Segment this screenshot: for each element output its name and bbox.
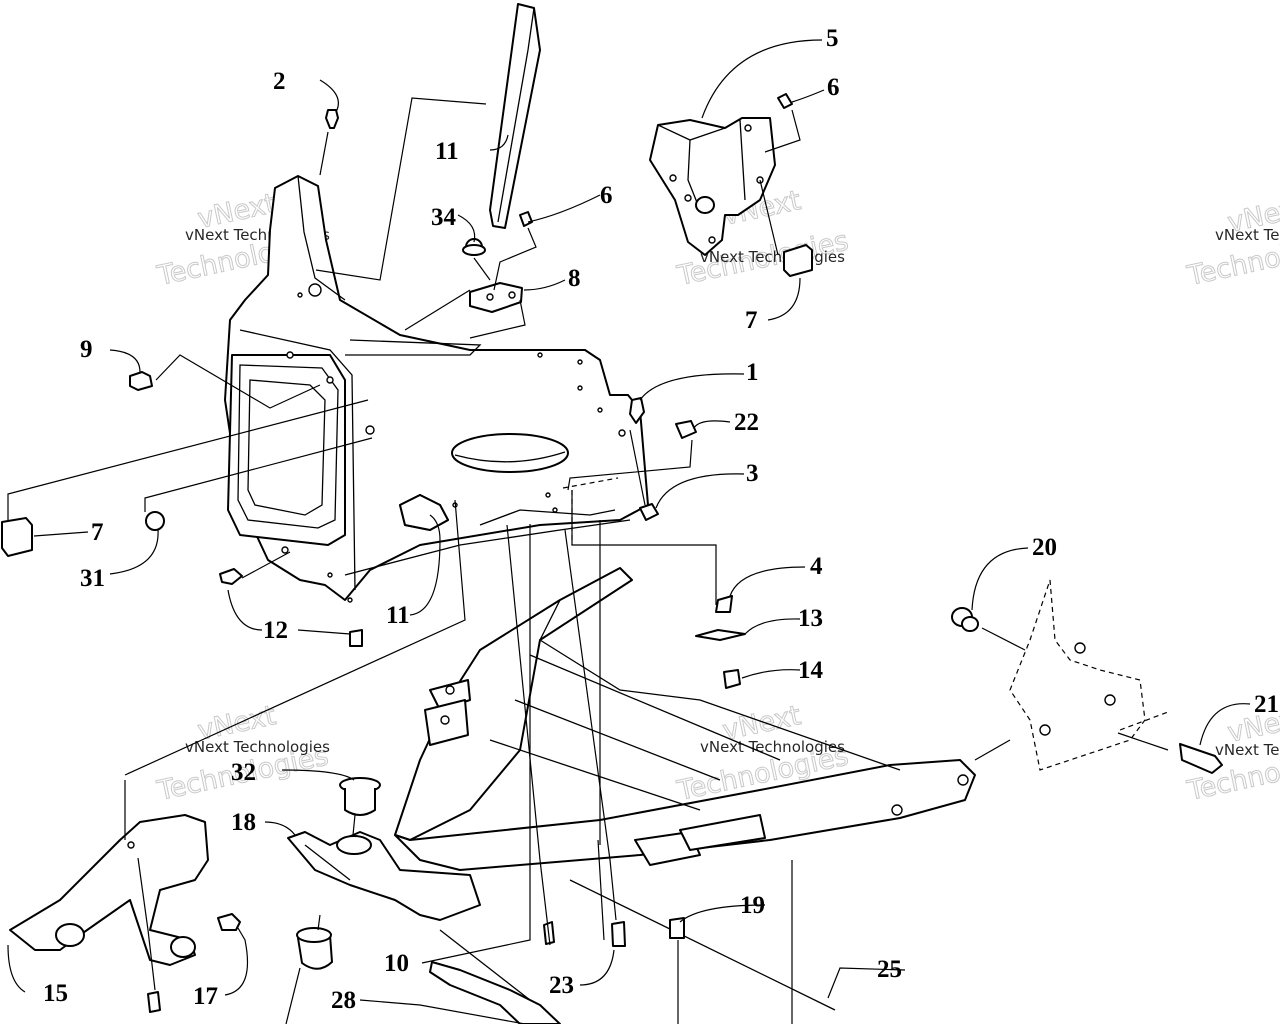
callout-21: 21 bbox=[1254, 691, 1279, 718]
callout-20: 20 bbox=[1032, 534, 1057, 561]
callout-7: 7 bbox=[745, 307, 758, 334]
callout-5: 5 bbox=[826, 25, 839, 52]
watermark-company: vNext Technologies bbox=[1215, 226, 1280, 244]
callout-7: 7 bbox=[91, 519, 104, 546]
callout-22: 22 bbox=[734, 409, 759, 436]
watermark-company: vNext Technologies bbox=[1215, 741, 1280, 759]
callout-25: 25 bbox=[877, 956, 902, 983]
control-arm-part bbox=[9, 814, 209, 966]
watermark-group-far-right: vNext Technologies vNext Technologies bbox=[1184, 192, 1280, 293]
callout-18: 18 bbox=[231, 809, 256, 836]
leader-lines bbox=[7, 39, 1251, 1024]
callout-31: 31 bbox=[80, 565, 105, 592]
callout-8: 8 bbox=[568, 265, 581, 292]
watermark-group-mid-left: vNext Technologies vNext Technologies bbox=[154, 700, 332, 808]
callout-3: 3 bbox=[746, 460, 759, 487]
callout-11: 11 bbox=[435, 138, 459, 165]
side-mount-bracket bbox=[1009, 579, 1169, 771]
fastener-parts bbox=[1, 93, 1223, 1024]
watermark-company: vNext Technologies bbox=[700, 738, 845, 756]
callout-9: 9 bbox=[80, 336, 93, 363]
front-bulkhead-panel bbox=[224, 175, 649, 603]
callout-34: 34 bbox=[431, 204, 457, 231]
main-frame-part bbox=[394, 567, 976, 1011]
callout-1: 1 bbox=[746, 359, 759, 386]
callout-23: 23 bbox=[549, 972, 574, 999]
bushing-lower bbox=[296, 927, 333, 970]
steering-bracket-part bbox=[649, 117, 776, 256]
callout-13: 13 bbox=[798, 605, 823, 632]
watermark-company: vNext Technologies bbox=[185, 738, 330, 756]
callout-28: 28 bbox=[331, 987, 356, 1014]
callout-10: 10 bbox=[384, 950, 409, 977]
callout-12: 12 bbox=[263, 617, 288, 644]
foam-pad-part bbox=[489, 3, 541, 229]
callout-19: 19 bbox=[740, 892, 765, 919]
callout-4: 4 bbox=[810, 553, 823, 580]
bushing-32 bbox=[339, 777, 381, 816]
callout-6: 6 bbox=[600, 182, 613, 209]
callout-labels: 2 11 34 6 8 5 6 7 9 1 22 3 7 31 4 13 14 … bbox=[43, 25, 1279, 1014]
callout-11: 11 bbox=[386, 602, 410, 629]
callout-2: 2 bbox=[273, 68, 286, 95]
watermark-company: vNext Technologies bbox=[700, 248, 845, 266]
callout-6: 6 bbox=[827, 74, 840, 101]
a-arm-mount-part bbox=[287, 831, 481, 921]
callout-17: 17 bbox=[193, 983, 218, 1010]
callout-14: 14 bbox=[798, 657, 824, 684]
callout-15: 15 bbox=[43, 980, 68, 1007]
callout-32: 32 bbox=[231, 759, 256, 786]
